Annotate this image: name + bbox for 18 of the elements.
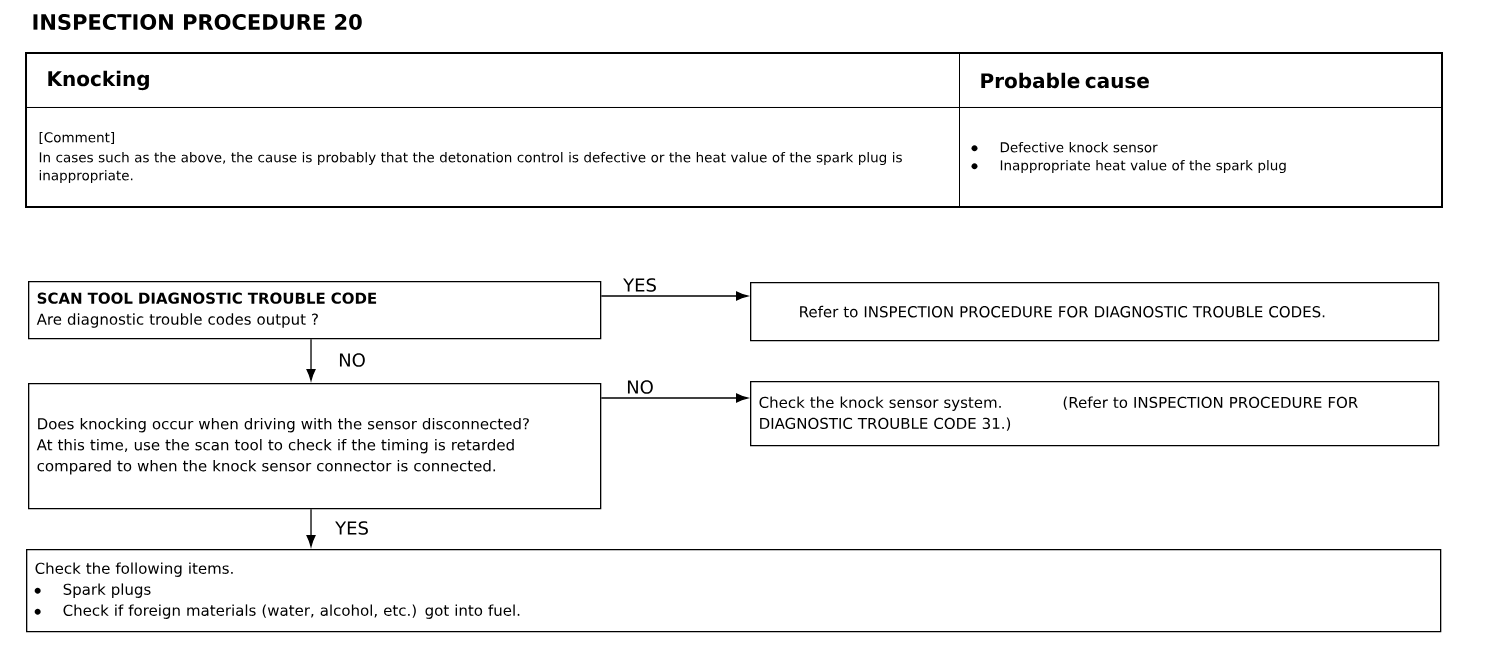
title: INSPECTION PROCEDURE 20	[33, 14, 362, 30]
edge-label: YES	[622, 277, 658, 293]
cause-list-cell: Defective knock sensor Inappropriate heat value of the spark plug	[959, 107, 1443, 208]
edge-label: NO	[625, 379, 655, 395]
action-box: Check the knock sensor system. (Refer to INSPECTION PROCEDURE FOR DIAGNOSTIC TROUBLE CODE 31.)	[750, 381, 1440, 447]
edge-label: NO	[337, 352, 367, 368]
action-box: Refer to INSPECTION PROCEDURE FOR DIAGNOSTIC TROUBLE CODES.	[750, 282, 1440, 342]
edge-label: YES	[334, 520, 370, 536]
header-cell: Knocking	[26, 53, 960, 108]
header-cell: Probable cause	[959, 53, 1443, 108]
arrow	[306, 338, 316, 381]
decision-box: Does knocking occur when driving with the sensor disconnected? At this time, use the scan tool to check if the timing is retarded compared to when the knock sensor connector is connected.	[28, 383, 602, 510]
arrow	[306, 508, 316, 547]
comment-cell: [Comment] In cases such as the above, the cause is probably that the detonation control is defective or the heat value of the spark plug is inappropriate.	[26, 107, 960, 208]
arrow	[600, 393, 748, 403]
action-box: Check the following items. Spark plugs Check if foreign materials (water, alcohol, etc.) got into fuel.	[26, 549, 1442, 633]
arrow	[600, 291, 748, 301]
decision-box: SCAN TOOL DIAGNOSTIC TROUBLE CODE Are diagnostic trouble codes output ?	[28, 281, 602, 340]
